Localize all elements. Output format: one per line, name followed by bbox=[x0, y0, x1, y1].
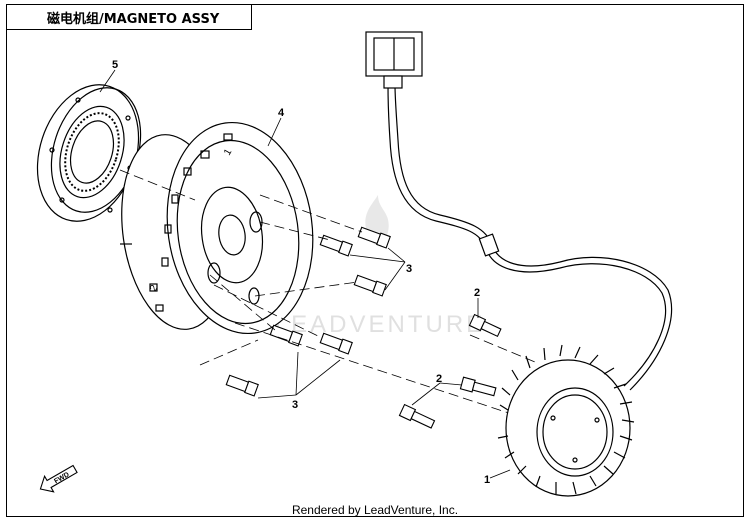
stator-bolt-lower[interactable] bbox=[398, 376, 497, 430]
callout-bolts-right: 3 bbox=[406, 263, 412, 275]
watermark: LEADVENTURE bbox=[275, 195, 485, 338]
fwd-arrow-icon: FWD bbox=[39, 464, 78, 493]
stator[interactable] bbox=[497, 344, 635, 497]
callout-bearing: 5 bbox=[112, 59, 118, 71]
watermark-text: LEADVENTURE bbox=[275, 311, 485, 338]
wire-connector[interactable] bbox=[365, 31, 423, 89]
callout-bolt-upper: 2 bbox=[474, 287, 480, 299]
flywheel-mark-2: 2 bbox=[148, 283, 161, 294]
page-title: 磁电机组/MAGNETO ASSY bbox=[6, 4, 252, 30]
callout-stator: 1 bbox=[484, 474, 490, 486]
bolt-group-right[interactable] bbox=[319, 226, 391, 297]
stator-bolt-upper[interactable] bbox=[468, 313, 502, 339]
footer-credit: Rendered by LeadVenture, Inc. bbox=[291, 503, 459, 517]
flywheel[interactable] bbox=[110, 113, 326, 343]
wire-harness[interactable] bbox=[387, 84, 673, 391]
callout-bolts-left: 3 bbox=[292, 399, 298, 411]
fwd-label: FWD bbox=[53, 471, 70, 485]
callout-bolt-lower: 2 bbox=[436, 373, 442, 385]
callout-flywheel: 4 bbox=[278, 107, 285, 119]
assembly-centerlines bbox=[119, 169, 536, 421]
flywheel-mark-1: 1 bbox=[222, 147, 235, 158]
bolt-group-left[interactable] bbox=[225, 324, 353, 397]
